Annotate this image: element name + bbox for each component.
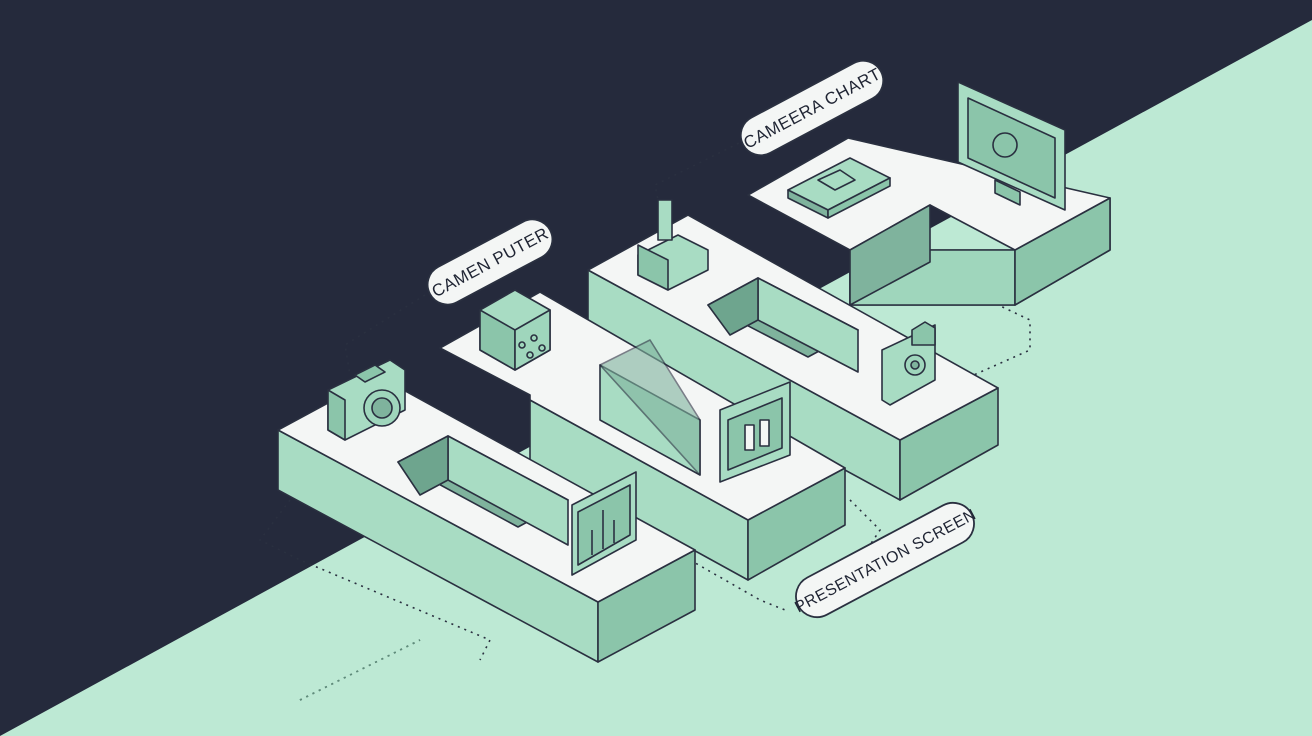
joystick-icon xyxy=(637,199,709,291)
connector-lines-light xyxy=(299,639,421,701)
lock-device-icon xyxy=(881,321,936,406)
camera-icon xyxy=(327,359,406,441)
bar-chart-icon xyxy=(571,471,637,576)
display-icon xyxy=(957,81,1066,211)
monitor-icon xyxy=(719,381,791,483)
tablet-icon xyxy=(787,157,891,219)
device-cube-icon xyxy=(479,289,551,371)
